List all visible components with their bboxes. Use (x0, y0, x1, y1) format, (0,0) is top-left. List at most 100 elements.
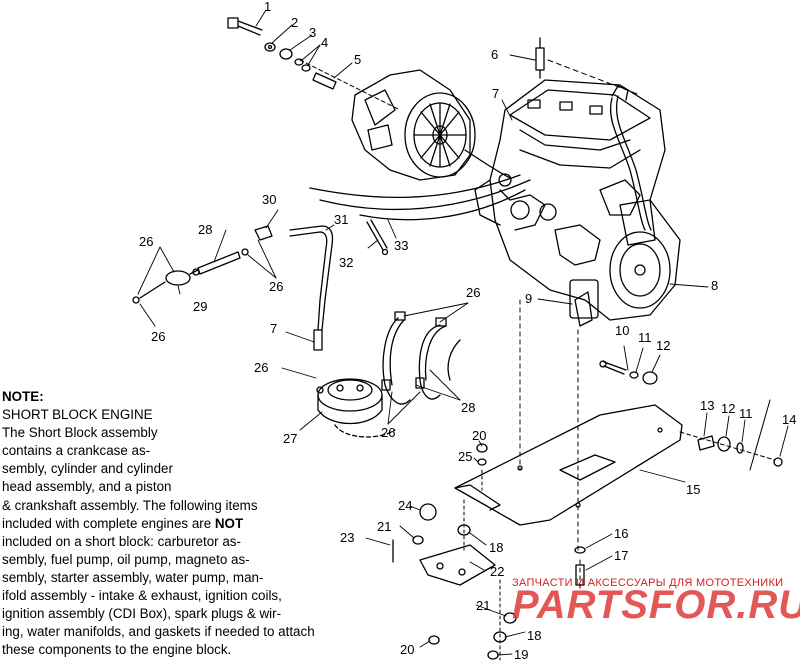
spark-plug-wire-part-7 (610, 85, 652, 231)
callout-24: 24 (398, 498, 412, 513)
callout-21-top: 21 (377, 519, 391, 534)
nut-part-3 (279, 48, 293, 60)
callout-26-lower-left: 26 (151, 329, 165, 344)
callout-11-right: 11 (739, 406, 753, 421)
washer-part-16 (574, 546, 586, 554)
callout-14: 14 (782, 412, 796, 427)
note-line-7-text: included with complete engines are (2, 515, 215, 531)
callout-5: 5 (354, 52, 361, 67)
note-line-4: sembly, cylinder and cylinder (2, 461, 173, 477)
spacer-part-5 (312, 72, 337, 90)
hose-part-28 (197, 251, 241, 275)
note-not-emphasis: NOT (214, 515, 244, 531)
note-line-8: included on a short block: carburetor as… (2, 533, 241, 549)
callout-28-right: 28 (461, 400, 475, 415)
spacer-part-13 (697, 435, 715, 451)
washer-part-19 (487, 650, 499, 660)
note-line-11: ifold assembly - intake & exhaust, ignit… (2, 588, 282, 604)
callout-8: 8 (711, 278, 718, 293)
callout-17: 17 (614, 548, 628, 563)
callout-31: 31 (334, 212, 348, 227)
watermark-logo: PARTSFOR.RU (512, 583, 800, 627)
callout-10: 10 (615, 323, 629, 338)
note-line-12: ignition assembly (CDI Box), spark plugs… (2, 606, 282, 622)
callout-26-pump: 26 (254, 360, 268, 375)
note-line-7: included with complete engines are NOT (2, 515, 394, 533)
leader-lines (137, 9, 789, 656)
washer-part-25 (477, 458, 487, 466)
callout-26-mid: 26 (269, 279, 283, 294)
callout-12-top: 12 (656, 338, 670, 353)
callout-22: 22 (490, 564, 504, 579)
callout-21-bottom: 21 (476, 598, 490, 613)
callout-25: 25 (458, 449, 472, 464)
bolt-part-1 (227, 17, 263, 36)
washer-part-11b (736, 442, 744, 454)
callout-26-upper-right: 26 (466, 285, 480, 300)
callout-12-right: 12 (721, 401, 735, 416)
short-block-note: NOTE: SHORT BLOCK ENGINE The Short Block… (2, 388, 394, 659)
bolt-part-10 (599, 360, 627, 375)
callout-20-top: 20 (472, 428, 486, 443)
bolt-part-17 (575, 564, 585, 586)
callout-29: 29 (193, 299, 207, 314)
cable-part-31 (289, 225, 334, 351)
callout-18-bottom: 18 (527, 628, 541, 643)
callout-1: 1 (264, 0, 271, 14)
callout-27: 27 (283, 431, 297, 446)
fuel-pump-part-27 (316, 378, 396, 438)
callout-18-top: 18 (489, 540, 503, 555)
fuel-lines (381, 311, 461, 405)
callout-33: 33 (394, 238, 408, 253)
callout-7-top: 7 (492, 86, 499, 101)
washer-part-11 (629, 371, 639, 379)
callout-32: 32 (339, 255, 353, 270)
callout-2: 2 (291, 15, 298, 30)
note-line-10: sembly, starter assembly, water pump, ma… (2, 569, 264, 585)
nut-part-14 (773, 457, 783, 467)
callout-16: 16 (614, 526, 628, 541)
oil-cap-part-24 (419, 503, 437, 521)
callout-9: 9 (525, 291, 532, 306)
watermark-tagline: ЗАПЧАСТИ И АКСЕССУАРЫ ДЛЯ МОТОТЕХНИКИ (512, 577, 784, 589)
callout-30: 30 (262, 192, 276, 207)
note-line-5: head assembly, and a piston (2, 479, 172, 495)
callout-15: 15 (686, 482, 700, 497)
callout-20-bottom: 20 (400, 642, 414, 657)
fitting-part-30 (254, 225, 273, 241)
bracket-part-9 (574, 291, 593, 327)
engine-block (474, 79, 681, 321)
callout-3: 3 (309, 25, 316, 40)
callout-7-mid: 7 (270, 321, 277, 336)
callout-28-left: 28 (198, 222, 212, 237)
nut-part-21a (412, 535, 424, 545)
nut-part-20a (476, 443, 488, 453)
nut-part-20b (428, 635, 440, 645)
throttle-cables-part-33 (309, 149, 531, 221)
fuel-filter-part-29 (132, 268, 200, 304)
note-title: NOTE: (2, 389, 44, 404)
callout-4: 4 (321, 35, 328, 50)
drive-clutch (351, 69, 476, 181)
callout-19: 19 (514, 647, 528, 662)
note-line-13: ing, water manifolds, and gaskets if nee… (2, 624, 315, 640)
note-line-1: SHORT BLOCK ENGINE (2, 407, 153, 423)
note-line-2: The Short Block assembly (2, 425, 158, 441)
bushing-part-12 (642, 371, 658, 385)
callout-23: 23 (340, 530, 354, 545)
callout-numbers: 1 2 3 4 5 6 7 8 9 30 31 28 26 33 32 26 2… (139, 0, 796, 662)
washer-part-2 (264, 42, 276, 52)
spark-plug-part-6 (535, 37, 545, 79)
bushing-part-12b (717, 436, 731, 452)
callout-26-bottom: 26 (381, 425, 395, 440)
mount-bracket-part-22 (419, 544, 496, 586)
note-line-3: contains a crankcase as- (2, 443, 151, 459)
callout-6: 6 (491, 47, 498, 62)
engine-plate-part-15 (454, 404, 683, 526)
note-line-6: & crankshaft assembly. The following ite… (2, 497, 258, 513)
note-line-9: sembly, fuel pump, oil pump, magneto as- (2, 551, 250, 567)
nut-part-21b (503, 612, 517, 624)
bolt-part-32 (366, 219, 389, 256)
callout-26-left: 26 (139, 234, 153, 249)
